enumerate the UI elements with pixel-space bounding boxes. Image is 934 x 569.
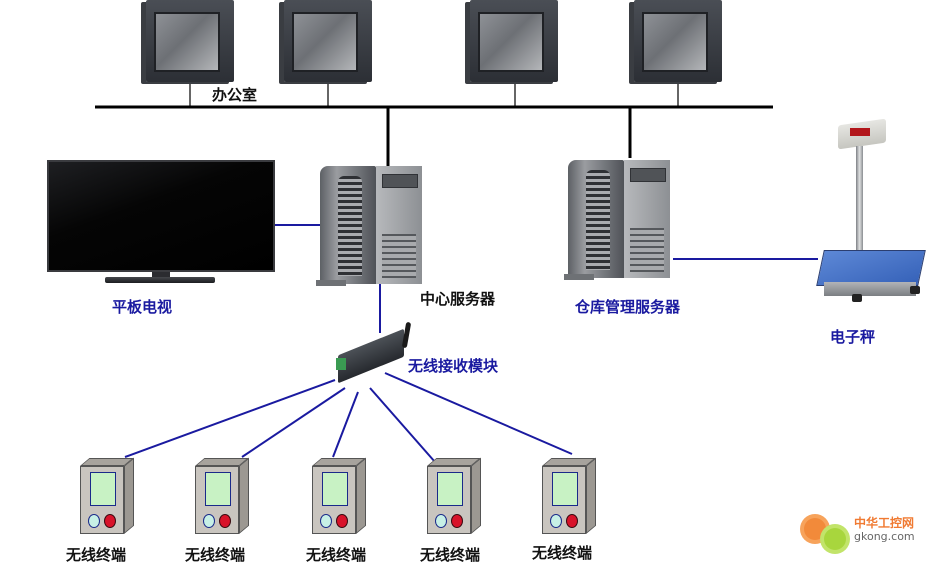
wireless-module-label: 无线接收模块: [408, 357, 499, 375]
warehouse-server: [560, 152, 672, 282]
wireless-terminal: [195, 457, 251, 534]
wireless-link-3: [332, 391, 359, 458]
electronic-scale-label: 电子秤: [830, 328, 876, 346]
electronic-scale: [816, 118, 928, 322]
gear-icon: [804, 518, 826, 540]
red-button-icon: [336, 514, 348, 528]
wireless-link-2: [241, 387, 346, 458]
lcd-screen: [90, 472, 116, 506]
green-button-icon: [320, 514, 332, 528]
green-button-icon: [435, 514, 447, 528]
office-pc-4: [628, 0, 722, 82]
green-button-icon: [88, 514, 100, 528]
lcd-screen: [205, 472, 231, 506]
red-button-icon: [451, 514, 463, 528]
wireless-module: [332, 321, 412, 384]
watermark-cn-text: 中华工控网: [854, 516, 915, 530]
lcd-screen: [437, 472, 463, 506]
antenna-icon: [401, 321, 412, 349]
wireless-link-1: [124, 379, 336, 458]
terminal-label: 无线终端: [532, 544, 593, 562]
terminal-label: 无线终端: [306, 546, 367, 564]
terminal-label: 无线终端: [66, 546, 127, 564]
office-pc-2: [278, 0, 372, 82]
office-label: 办公室: [212, 86, 258, 104]
red-button-icon: [104, 514, 116, 528]
watermark-en-text: gkong.com: [854, 530, 915, 543]
wireless-terminal: [427, 457, 483, 534]
flat-tv: [47, 160, 275, 290]
warehouse-server-label: 仓库管理服务器: [575, 298, 681, 316]
flat-tv-label: 平板电视: [112, 298, 173, 316]
lcd-screen: [322, 472, 348, 506]
red-button-icon: [566, 514, 578, 528]
terminal-label: 无线终端: [420, 546, 481, 564]
wireless-link-4: [369, 387, 436, 463]
green-button-icon: [550, 514, 562, 528]
wireless-terminal: [542, 457, 598, 534]
gkong-watermark: 中华工控网 gkong.com: [796, 508, 926, 558]
office-pc-1: [140, 0, 234, 82]
office-pc-3: [464, 0, 558, 82]
wireless-terminal: [80, 457, 136, 534]
central-server: [312, 158, 424, 288]
central-server-label: 中心服务器: [420, 290, 496, 308]
terminal-label: 无线终端: [185, 546, 246, 564]
wireless-link-5: [384, 372, 573, 455]
tv-icon: [47, 160, 275, 272]
wireless-module-icon: [338, 328, 404, 384]
lcd-screen: [552, 472, 578, 506]
green-button-icon: [203, 514, 215, 528]
red-button-icon: [219, 514, 231, 528]
gear-icon: [824, 528, 846, 550]
wireless-terminal: [312, 457, 368, 534]
